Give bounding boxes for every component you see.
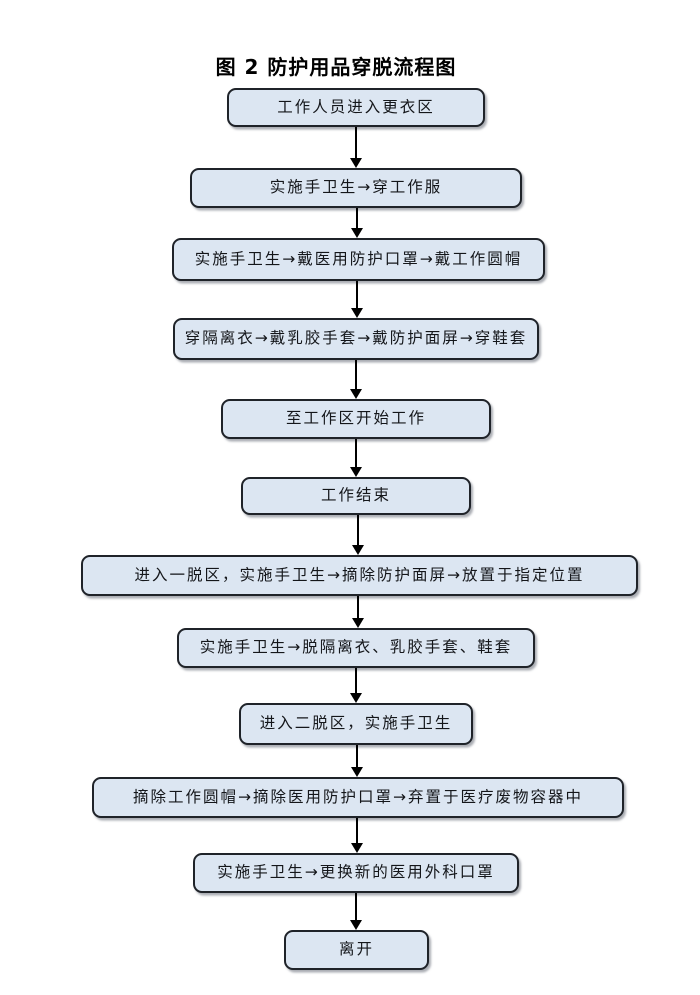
flow-step-label: 实施手卫生→戴医用防护口罩→戴工作圆帽 xyxy=(194,249,523,268)
arrow-head-icon xyxy=(351,767,363,777)
flow-step-7: 进入一脱区，实施手卫生→摘除防护面屏→放置于指定位置 xyxy=(81,555,638,596)
arrow-head-icon xyxy=(350,389,362,399)
arrow-down-connector xyxy=(351,745,363,777)
flow-step-label: 工作人员进入更衣区 xyxy=(277,97,435,116)
flow-step-5: 至工作区开始工作 xyxy=(221,399,491,439)
flow-step-4: 穿隔离衣→戴乳胶手套→戴防护面屏→穿鞋套 xyxy=(173,318,539,360)
flow-step-label: 实施手卫生→更换新的医用外科口罩 xyxy=(217,863,495,882)
arrow-down-connector xyxy=(350,127,362,168)
flow-step-label: 进入一脱区，实施手卫生→摘除防护面屏→放置于指定位置 xyxy=(134,565,585,584)
flow-step-1: 工作人员进入更衣区 xyxy=(227,88,485,127)
arrow-head-icon xyxy=(350,920,362,930)
flow-step-10: 摘除工作圆帽→摘除医用防护口罩→弃置于医疗废物容器中 xyxy=(92,777,624,818)
arrow-stem xyxy=(357,596,359,621)
figure-title: 图 2 防护用品穿脱流程图 xyxy=(215,55,457,79)
arrow-down-connector xyxy=(351,281,363,318)
arrow-head-icon xyxy=(352,545,364,555)
arrow-stem xyxy=(355,668,357,696)
flow-step-label: 实施手卫生→穿工作服 xyxy=(269,178,443,197)
arrow-down-connector xyxy=(350,893,362,930)
arrow-head-icon xyxy=(350,467,362,477)
flow-step-11: 实施手卫生→更换新的医用外科口罩 xyxy=(193,853,519,893)
arrow-down-connector xyxy=(352,596,364,628)
flow-step-2: 实施手卫生→穿工作服 xyxy=(190,168,522,208)
flow-step-label: 离开 xyxy=(338,940,374,959)
flow-step-8: 实施手卫生→脱隔离衣、乳胶手套、鞋套 xyxy=(177,628,535,668)
arrow-stem xyxy=(355,360,357,392)
arrow-down-connector xyxy=(350,360,362,399)
arrow-stem xyxy=(355,893,357,923)
flow-step-label: 摘除工作圆帽→摘除医用防护口罩→弃置于医疗废物容器中 xyxy=(133,787,583,806)
flow-step-9: 进入二脱区，实施手卫生 xyxy=(239,703,473,745)
arrow-stem xyxy=(357,515,359,548)
flow-step-3: 实施手卫生→戴医用防护口罩→戴工作圆帽 xyxy=(172,238,545,281)
flow-step-12: 离开 xyxy=(284,930,429,970)
arrow-stem xyxy=(355,127,357,161)
flow-step-label: 进入二脱区，实施手卫生 xyxy=(259,714,453,733)
flow-step-label: 至工作区开始工作 xyxy=(285,409,426,428)
arrow-down-connector xyxy=(351,208,363,238)
arrow-down-connector xyxy=(352,515,364,555)
flow-step-label: 工作结束 xyxy=(320,486,391,505)
flow-step-label: 穿隔离衣→戴乳胶手套→戴防护面屏→穿鞋套 xyxy=(184,329,528,348)
flow-step-6: 工作结束 xyxy=(241,477,471,515)
arrow-head-icon xyxy=(350,158,362,168)
arrow-down-connector xyxy=(351,818,363,853)
arrow-stem xyxy=(356,818,358,846)
flow-step-label: 实施手卫生→脱隔离衣、乳胶手套、鞋套 xyxy=(199,638,513,657)
arrow-head-icon xyxy=(351,228,363,238)
arrow-stem xyxy=(356,281,358,311)
arrow-head-icon xyxy=(351,308,363,318)
arrow-down-connector xyxy=(350,439,362,477)
arrow-stem xyxy=(356,745,358,770)
arrow-down-connector xyxy=(350,668,362,703)
arrow-head-icon xyxy=(352,618,364,628)
arrow-stem xyxy=(355,439,357,470)
arrow-head-icon xyxy=(351,843,363,853)
arrow-stem xyxy=(356,208,358,231)
arrow-head-icon xyxy=(350,693,362,703)
